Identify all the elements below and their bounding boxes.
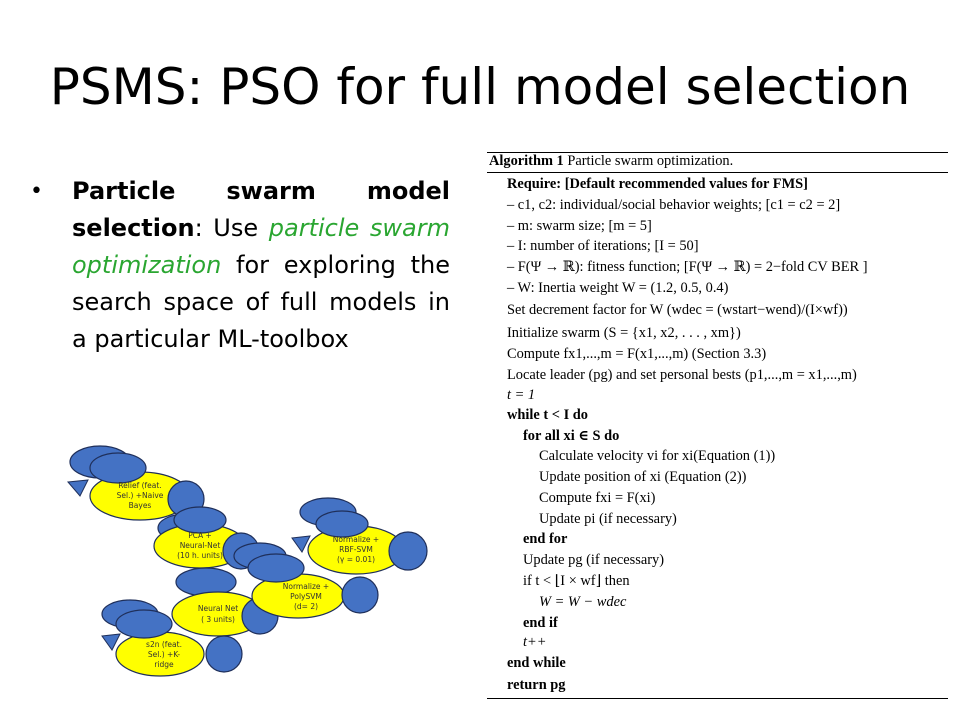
algo-line-swarm-size: – m: swarm size; [m = 5] xyxy=(507,218,652,234)
node-label-line3: ridge xyxy=(154,660,174,669)
algo-line-end-for: end for xyxy=(523,531,568,547)
algo-line-t-increment: t++ xyxy=(523,634,547,650)
algorithm-box: Algorithm 1 Particle swarm optimization.… xyxy=(487,150,948,706)
bullet-paragraph: • Particle swarm model selection: Use pa… xyxy=(30,173,450,358)
node-label-line2: RBF-SVM xyxy=(339,545,373,554)
node-label-line1: Normalize + xyxy=(283,582,329,591)
node-label-line1: PCA + xyxy=(188,531,212,540)
model-node-neural-net: Neural Net ( 3 units) xyxy=(171,567,279,637)
node-label-line2: PolySVM xyxy=(290,592,322,601)
algo-line-compute-fxi: Compute fxi = F(xi) xyxy=(539,490,656,506)
node-label-line1: Relief (feat. xyxy=(118,481,161,490)
model-node-s2n: s2n (feat. Sel.) +K- ridge xyxy=(101,599,243,677)
node-label-line1: s2n (feat. xyxy=(146,640,182,649)
slide-title: PSMS: PSO for full model selection xyxy=(49,58,911,116)
node-label-line3: (γ = 0.01) xyxy=(337,555,375,564)
algo-line-locate-leader: Locate leader (pg) and set personal best… xyxy=(507,367,857,383)
node-label-line3: Bayes xyxy=(129,501,152,510)
algorithm-caption: Algorithm 1 Particle swarm optimization. xyxy=(489,153,733,170)
node-label-line3: (10 h. units) xyxy=(177,551,223,560)
model-node-poly-svm: Normalize + PolySVM (d= 2) xyxy=(233,542,379,619)
algorithm-caption-label: Algorithm 1 xyxy=(489,153,564,169)
algo-line-return: return pg xyxy=(507,677,566,693)
algo-line-while: while t < I do xyxy=(507,407,588,423)
algo-line-decrement: Set decrement factor for W (wdec = (wsta… xyxy=(507,302,848,318)
algo-line-iterations: – I: number of iterations; [I = 50] xyxy=(507,238,699,254)
algo-line-fitness: – F(Ψ → ℝ): fitness function; [F(Ψ → ℝ) … xyxy=(507,259,868,275)
algorithm-caption-text: Particle swarm optimization. xyxy=(563,153,734,169)
algo-line-require: Require: [Default recommended values for… xyxy=(507,176,808,192)
algorithm-mid-rule xyxy=(487,172,948,173)
bullet-colon: : Use xyxy=(194,214,269,242)
node-label-line2: Neural-Net xyxy=(180,541,221,550)
algo-line-velocity: Calculate velocity vi for xi(Equation (1… xyxy=(539,448,776,464)
particle-swarm-diagram: Relief (feat. Sel.) +Naive Bayes PCA + N… xyxy=(66,445,428,677)
algo-line-w-update: W = W − wdec xyxy=(539,594,627,610)
node-label-line1: Normalize + xyxy=(333,535,379,544)
bullet-marker: • xyxy=(30,179,43,204)
bullet-term: Particle swarm model selection xyxy=(72,177,450,242)
algorithm-top-rule xyxy=(487,152,948,153)
algo-line-c1c2: – c1, c2: individual/social behavior wei… xyxy=(507,197,841,213)
algo-line-initialize: Initialize swarm (S = {x1, x2, . . . , x… xyxy=(507,325,741,341)
node-label-line2: Sel.) +K- xyxy=(148,650,181,659)
algo-line-inertia: – W: Inertia weight W = (1.2, 0.5, 0.4) xyxy=(507,280,729,296)
algo-line-end-while: end while xyxy=(507,655,566,671)
algo-line-position: Update position of xi (Equation (2)) xyxy=(539,469,747,485)
algo-line-for-all: for all xi ∈ S do xyxy=(523,428,620,444)
bullet-rest: for exploring the search space of full m… xyxy=(72,251,450,353)
bullet-text: Particle swarm model selection: Use part… xyxy=(72,173,450,358)
bullet-highlight: particle swarm optimization xyxy=(72,214,450,279)
node-label-line2: Sel.) +Naive xyxy=(117,491,164,500)
node-label-line2: ( 3 units) xyxy=(201,615,235,624)
algo-line-update-pg: Update pg (if necessary) xyxy=(523,552,665,568)
node-label-line1: Neural Net xyxy=(198,604,238,613)
model-node-relief: Relief (feat. Sel.) +Naive Bayes xyxy=(66,445,205,521)
algo-line-update-pi: Update pi (if necessary) xyxy=(539,511,677,527)
algo-line-t-init: t = 1 xyxy=(507,387,536,403)
model-node-rbf-svm: Normalize + RBF-SVM (γ = 0.01) xyxy=(291,497,428,575)
algo-line-end-if: end if xyxy=(523,615,558,631)
algorithm-bottom-rule xyxy=(487,698,948,699)
algo-line-if: if t < ⌊I × wf⌋ then xyxy=(523,573,630,589)
algo-line-compute-fitness: Compute fx1,...,m = F(x1,...,m) (Section… xyxy=(507,346,767,362)
node-label-line3: (d= 2) xyxy=(294,602,318,611)
